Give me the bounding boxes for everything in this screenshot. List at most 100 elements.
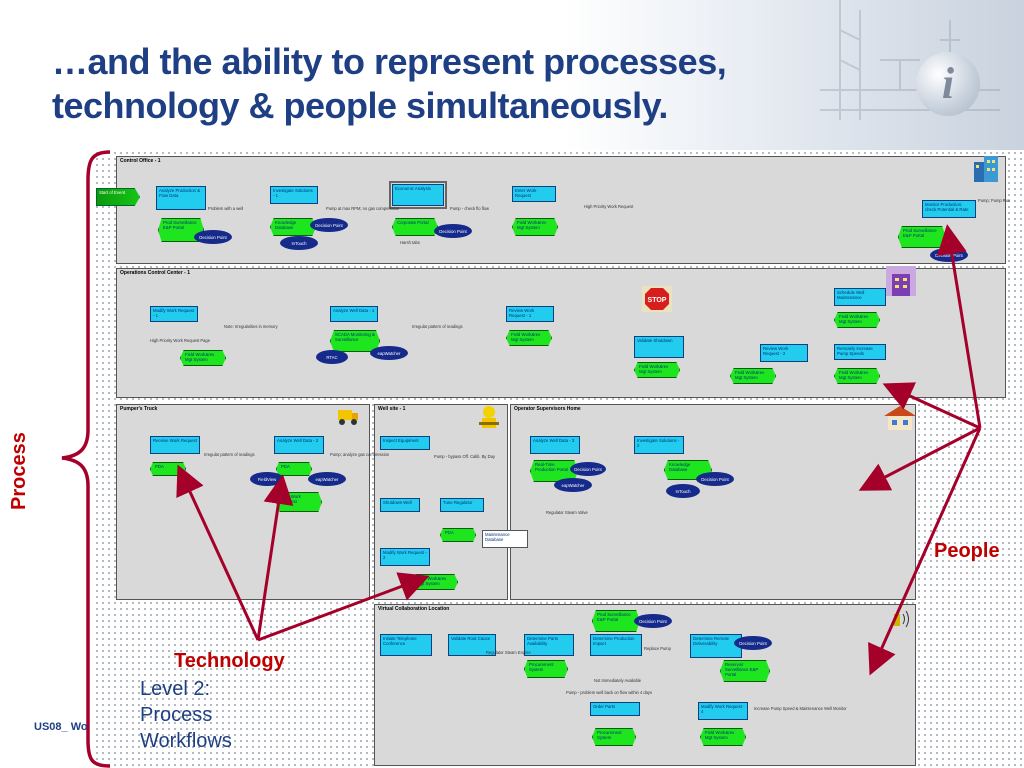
task-determine-parts-availability[interactable]: Determine Parts Availability (524, 634, 574, 656)
oil-platform-watermark (820, 0, 1000, 120)
process-diagram-canvas: Control Office - 1 Operations Control Ce… (94, 150, 1024, 768)
system-field-work-mgt[interactable]: Field Work&rev Mgt System (512, 218, 558, 236)
task-monitor-production[interactable]: Monitor Production; check Potential & Ra… (922, 200, 976, 218)
annotation: High Priority Work Request Page (150, 338, 210, 343)
slide-footer: US08_ Wo (34, 721, 88, 733)
house-icon (884, 406, 916, 430)
system-field-work-mgt[interactable]: Field Work&rev Mgt System (730, 368, 776, 384)
task-determine-production-impact[interactable]: Determine Production Impact (590, 634, 642, 656)
system-pda-work-request[interactable]: PDA Work Request (276, 492, 322, 512)
lane-virtual-collaboration: Virtual Collaboration Location (374, 604, 916, 766)
annotation: Irregular pattern of readings (412, 324, 463, 329)
system-pda[interactable]: PDA (440, 528, 476, 542)
system-knowledge-database[interactable]: Knowledge Database (270, 218, 316, 236)
task-investigate-solutions-2[interactable]: Investigate Solutions - 2 (634, 436, 684, 454)
technology-label: Technology (174, 650, 285, 672)
annotation: Regulator Steam Valve (546, 510, 588, 515)
task-determine-remote-deliverability[interactable]: Determine Remote Deliverability (690, 634, 742, 658)
title-line-1: …and the ability to represent processes, (52, 41, 727, 82)
lane-title: Virtual Collaboration Location (378, 606, 450, 612)
fieldview-oval[interactable]: FieldView (250, 472, 284, 486)
intouch-oval[interactable]: InTouch (280, 236, 318, 250)
system-field-work-mgt[interactable]: Field Work&rev Mgt System (700, 728, 746, 746)
task-validate-root-cause[interactable]: Validate Root Cause (448, 634, 496, 656)
system-procurement[interactable]: Procurement System (524, 660, 568, 678)
level-description: Level 2: Process Workflows (140, 676, 232, 754)
task-review-work-request-2[interactable]: Review Work Request - 2 (760, 344, 808, 362)
title-line-2: technology & people simultaneously. (52, 85, 668, 126)
decision-point-oval[interactable]: Decision Point (194, 230, 232, 244)
level-line-3: Workflows (140, 730, 232, 752)
annotation: Pump - problem well back on flow within … (566, 690, 653, 695)
task-review-work-request-1[interactable]: Review Work Request - 1 (506, 306, 554, 322)
task-modify-work-request-1[interactable]: Modify Work Request - 1 (150, 306, 198, 322)
maintenance-database-doc[interactable]: Maintenance Database (482, 530, 528, 548)
intouch-oval[interactable]: InTouch (666, 484, 700, 498)
decision-point-oval[interactable]: Decision Point (734, 636, 772, 650)
decision-point-oval[interactable]: Decision Point (570, 462, 606, 476)
system-corporate-portal[interactable]: Corporate Portal (392, 218, 438, 236)
task-order-parts[interactable]: Order Parts (590, 702, 640, 716)
task-schedule-well-maintenance[interactable]: Schedule Well Maintenance (834, 288, 886, 306)
decision-point-oval[interactable]: Decision Point (634, 614, 672, 628)
annotation: Regulator Steam Engine (486, 650, 531, 655)
task-receive-work-request[interactable]: Receive Work Request (150, 436, 200, 454)
decision-point-oval[interactable]: Decision Point (310, 218, 348, 232)
task-investigate-solutions-1[interactable]: Investigate Solutions - 1 (270, 186, 318, 204)
task-remotely-increase-pump-speeds[interactable]: Remotely Increase Pump Speeds (834, 344, 886, 360)
system-pda[interactable]: PDA (276, 462, 312, 476)
system-field-work-mgt[interactable]: Field Work&rev Mgt System (506, 330, 552, 346)
lane-title: Pumper's Truck (120, 406, 158, 412)
worker-icon (479, 406, 499, 428)
annotation: Pump; analyze gas compression (330, 452, 390, 457)
eapwatcher-oval[interactable]: eapWatcher (308, 472, 346, 486)
task-enter-work-request[interactable]: Enter Work Request (512, 186, 556, 202)
decision-point-oval[interactable]: Decision Point (434, 224, 472, 238)
task-modify-work-request-4[interactable]: Modify Work Request - 4 (698, 702, 748, 720)
lane-title: Well site - 1 (378, 406, 406, 412)
system-field-work-mgt[interactable]: Field Work&rev Mgt System (180, 350, 226, 366)
slide-title: …and the ability to represent processes,… (52, 40, 812, 128)
truck-icon (338, 410, 358, 425)
system-real-time-production-portal[interactable]: Real-Time Production Portal (530, 460, 578, 482)
control-center-building-icon (886, 266, 916, 296)
task-analyze-well-data-3[interactable]: Analyze Well Data - 3 (530, 436, 580, 454)
lane-pumpers-truck: Pumper's Truck (116, 404, 370, 600)
eapwatcher-oval[interactable]: eapWatcher (370, 346, 408, 360)
annotation: Problem with a well (208, 206, 244, 211)
task-tune-regulator[interactable]: Tune Regulator (440, 498, 484, 512)
task-validate-shutdown[interactable]: Validate Shutdown (634, 336, 684, 358)
system-field-work-mgt[interactable]: Field Work&rev Mgt System (834, 368, 880, 384)
system-prod-surveillance[interactable]: Prod Surveillance E&P Portal (898, 226, 946, 248)
task-shutdown-well[interactable]: Shutdown Well (380, 498, 420, 512)
task-economic-analysis[interactable]: Economic Analysis (389, 181, 447, 209)
annotation: Note: Irregularities in memory (224, 324, 278, 329)
task-modify-work-request-2[interactable]: Modify Work Request - 2 (380, 548, 430, 566)
decision-point-oval[interactable]: Decision Point (930, 248, 968, 262)
info-logo-icon: i (916, 52, 980, 116)
system-field-work-mgt[interactable]: Field Work&rev Mgt System (412, 574, 458, 590)
system-reservoir-surveillance[interactable]: Reservoir Surveillance E&P Portal (720, 660, 770, 682)
eapwatcher-oval[interactable]: eapWatcher (554, 478, 592, 492)
start-event[interactable]: Start of Event (96, 188, 140, 206)
system-field-work-mgt[interactable]: Field Work&rev Mgt System (634, 362, 680, 378)
system-pda[interactable]: PDA (150, 462, 186, 476)
annotation: Pump at max RPM; no gas compression (326, 206, 400, 211)
system-scada[interactable]: SCADA Monitoring & Surveillance (330, 330, 380, 352)
decision-point-oval[interactable]: Decision Point (696, 472, 734, 486)
level-line-1: Level 2: (140, 678, 211, 700)
system-prod-surveillance[interactable]: Prod Surveillance E&P Portal (592, 610, 640, 632)
level-line-2: Process (140, 704, 213, 726)
system-field-work-mgt[interactable]: Field Work&rev Mgt System (834, 312, 880, 328)
lane-title: Operations Control Center - 1 (120, 270, 191, 276)
task-analyze-production[interactable]: Analyze Production & Flow Data (156, 186, 206, 210)
lane-operator-supervisors-home: Operator Supervisors Home (510, 404, 916, 600)
task-analyze-well-data-1[interactable]: Analyze Well Data - 1 (330, 306, 378, 322)
process-label: Process (8, 432, 30, 510)
rtac-oval[interactable]: RTAC (316, 350, 348, 364)
task-inspect-equipment[interactable]: Inspect Equipment (380, 436, 430, 450)
task-initiate-telephone-conference[interactable]: Initiate Telephone Conference (380, 634, 432, 656)
task-analyze-well-data-2[interactable]: Analyze Well Data - 2 (274, 436, 324, 454)
lane-title: Operator Supervisors Home (514, 406, 581, 412)
system-procurement[interactable]: Procurement System (592, 728, 636, 746)
